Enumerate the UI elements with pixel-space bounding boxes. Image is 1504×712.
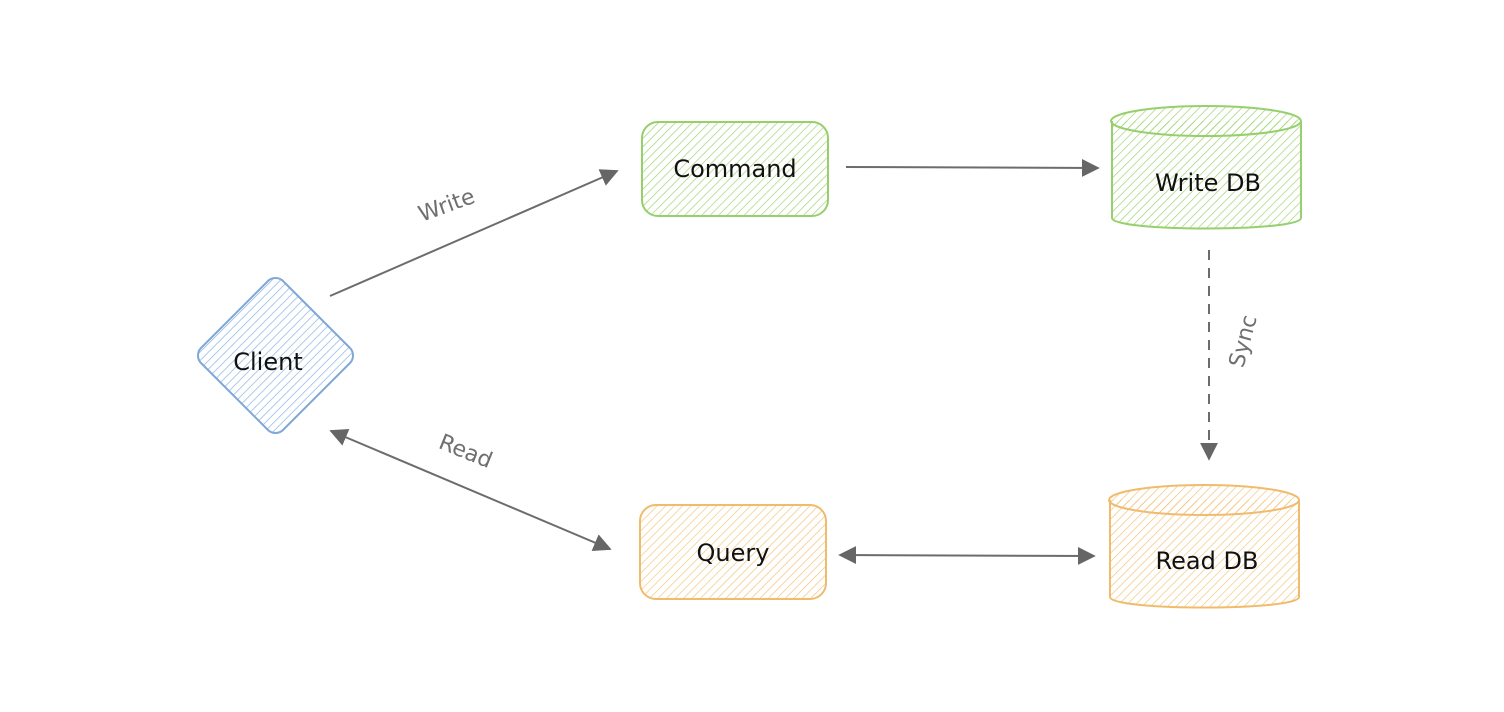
write-db-node-top bbox=[1110, 105, 1302, 137]
read-db-node-label: Read DB bbox=[1156, 547, 1259, 575]
edge-read-label: Read bbox=[435, 430, 496, 474]
query-node: Query bbox=[639, 504, 827, 600]
query-node-label: Query bbox=[697, 539, 770, 567]
read-db-node-body bbox=[1109, 500, 1300, 609]
edge-query-db bbox=[838, 546, 1096, 565]
query-node-shape bbox=[639, 504, 827, 600]
write-db-node-label: Write DB bbox=[1155, 169, 1261, 197]
write-db-node-body bbox=[1111, 121, 1302, 230]
client-node-shape bbox=[197, 277, 354, 434]
client-node-label: Client bbox=[233, 348, 302, 376]
edge-write-label: Write bbox=[415, 184, 478, 227]
edge-persist-line bbox=[845, 158, 1100, 177]
edge-write-line bbox=[329, 169, 619, 297]
write-db-node: Write DB bbox=[1110, 105, 1302, 230]
edge-read: Read bbox=[329, 429, 612, 551]
client-node: Client bbox=[197, 277, 354, 434]
read-db-node-top bbox=[1108, 484, 1300, 516]
read-db-node: Read DB bbox=[1108, 484, 1300, 609]
edge-read-line bbox=[329, 429, 612, 551]
edge-sync-label: Sync bbox=[1225, 312, 1263, 370]
command-node-label: Command bbox=[673, 155, 796, 183]
edge-write: Write bbox=[329, 169, 619, 297]
command-node: Command bbox=[641, 121, 829, 217]
command-node-shape bbox=[641, 121, 829, 217]
edge-persist bbox=[845, 158, 1100, 177]
edge-sync: Sync bbox=[1200, 250, 1263, 461]
edge-query-db-line bbox=[838, 546, 1096, 565]
